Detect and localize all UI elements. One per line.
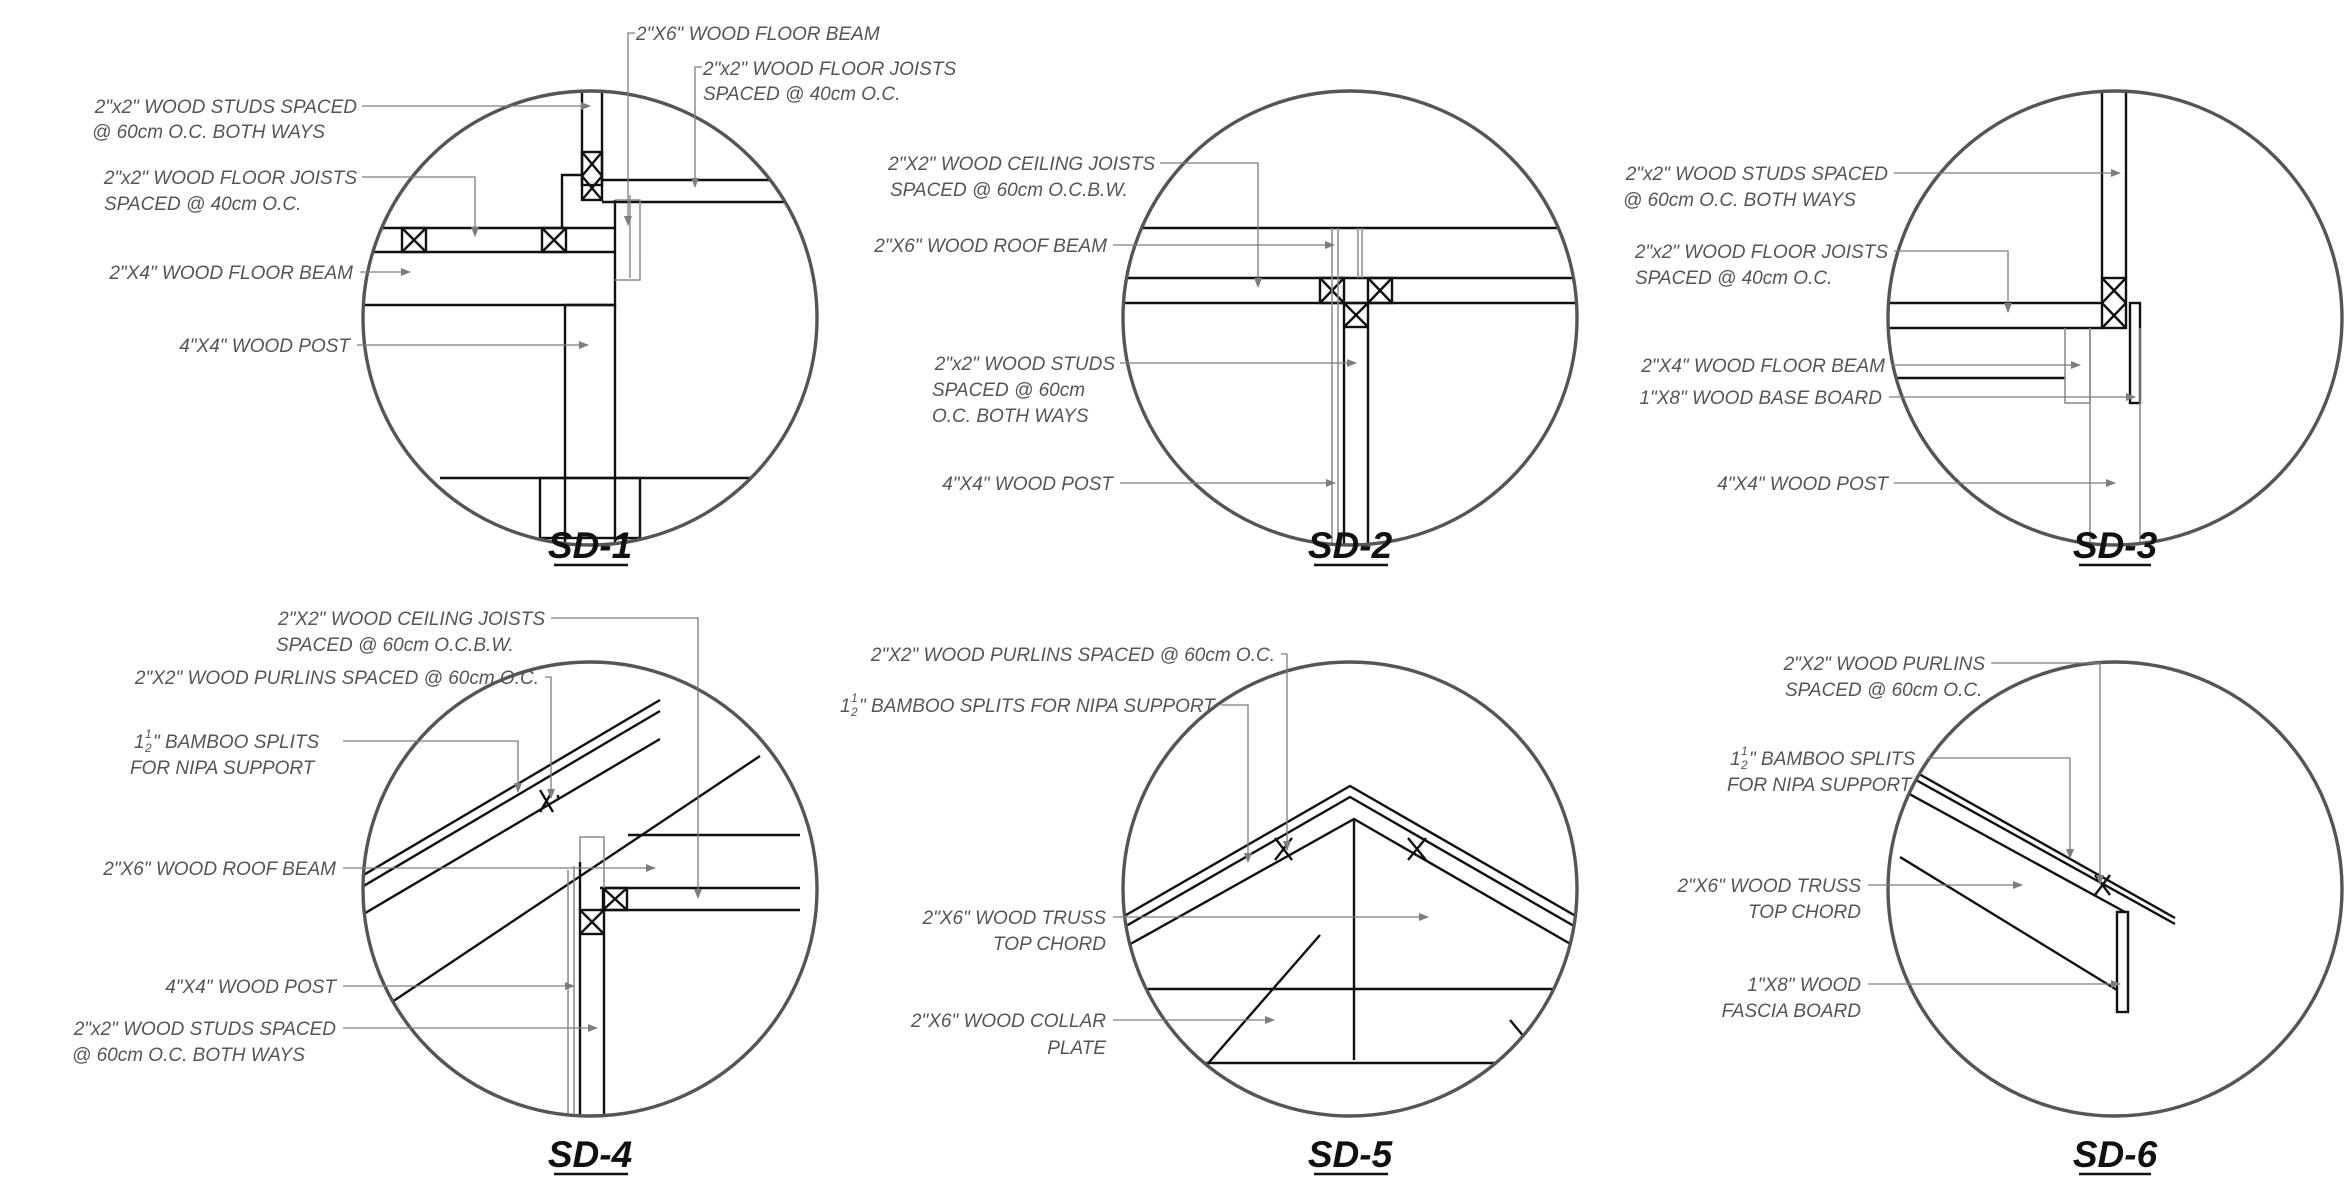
sd6-label-purlins-1: 2"X2" WOOD PURLINS <box>1783 654 1986 675</box>
sd5-label-bamboo: " BAMBOO SPLITS FOR NIPA SUPPORT <box>859 696 1216 717</box>
sd6-label-truss-1: 2"X6" WOOD TRUSS <box>1677 876 1862 897</box>
sd6-label-bamboo-lead: 1 <box>1730 749 1741 770</box>
sd1-title: SD-1 <box>548 525 632 566</box>
sd3-label-joists-1: 2"x2" WOOD FLOOR JOISTS <box>1634 242 1888 263</box>
sd2-label-post: 4"X4" WOOD POST <box>942 474 1114 495</box>
detail-sd3: SD-3 2"x2" WOOD STUDS SPACED @ 60cm O.C.… <box>1623 89 2344 567</box>
detail-sd4: SD-4 2"X2" WOOD CEILING JOISTS SPACED @ … <box>72 609 819 1176</box>
sd6-label-truss-2: TOP CHORD <box>1748 902 1861 923</box>
sd2-label-ceiling-2: SPACED @ 60cm O.C.B.W. <box>890 180 1128 201</box>
sd1-label-studs-2: @ 60cm O.C. BOTH WAYS <box>92 122 325 143</box>
sd6-framing <box>1888 750 2176 1014</box>
sd6-label-bamboo-1: " BAMBOO SPLITS <box>1749 749 1916 770</box>
sd2-label-studs-1: 2"x2" WOOD STUDS <box>934 354 1116 375</box>
sd1-label-post: 4"X4" WOOD POST <box>179 336 351 357</box>
sd6-label-fascia-1: 1"X8" WOOD <box>1747 975 1861 996</box>
sd5-label-truss-1: 2"X6" WOOD TRUSS <box>922 908 1107 929</box>
sd1-label-joists-top-1: 2"x2" WOOD FLOOR JOISTS <box>702 59 956 80</box>
sd3-label-joists-2: SPACED @ 40cm O.C. <box>1635 268 1832 289</box>
sd5-label-bamboo-den: 2 <box>850 705 858 719</box>
detail-sd6: SD-6 2"X2" WOOD PURLINS SPACED @ 60cm O.… <box>1677 654 2344 1176</box>
sd4-label-studs-1: 2"x2" WOOD STUDS SPACED <box>73 1019 337 1040</box>
detail-sd2: SD-2 2"X2" WOOD CEILING JOISTS SPACED @ … <box>873 89 1579 567</box>
sd3-label-studs-2: @ 60cm O.C. BOTH WAYS <box>1623 190 1856 211</box>
sd4-label-ceiling-1: 2"X2" WOOD CEILING JOISTS <box>277 609 545 630</box>
sd5-label-truss-2: TOP CHORD <box>993 934 1106 955</box>
sd5-label-collar-1: 2"X6" WOOD COLLAR <box>910 1011 1106 1032</box>
sd6-label-bamboo-2: FOR NIPA SUPPORT <box>1727 775 1913 796</box>
sd4-label-bamboo-den: 2 <box>144 741 152 755</box>
sd5-framing <box>1123 784 1577 1116</box>
sd4-label-purlins: 2"X2" WOOD PURLINS SPACED @ 60cm O.C. <box>134 668 539 689</box>
sd4-label-bamboo-lead: 1 <box>134 732 145 753</box>
sd5-label-bamboo-lead: 1 <box>840 696 851 717</box>
sd1-label-floor-beam-2x4: 2"X4" WOOD FLOOR BEAM <box>108 263 353 284</box>
sd4-label-post: 4"X4" WOOD POST <box>165 977 337 998</box>
sd2-title: SD-2 <box>1308 525 1393 566</box>
sd6-label-bamboo-num: 1 <box>1741 744 1748 758</box>
sd6-label-purlins-2: SPACED @ 60cm O.C. <box>1785 680 1982 701</box>
sd2-label-studs-3: O.C. BOTH WAYS <box>932 406 1089 427</box>
sd4-title: SD-4 <box>548 1134 632 1175</box>
sd3-label-post: 4"X4" WOOD POST <box>1717 474 1889 495</box>
sd1-framing <box>363 91 817 545</box>
sd4-label-bamboo-1: " BAMBOO SPLITS <box>153 732 320 753</box>
sd6-label-fascia-2: FASCIA BOARD <box>1722 1001 1862 1022</box>
sd1-label-floor-beam-2x6: 2"X6" WOOD FLOOR BEAM <box>635 24 880 45</box>
sd4-label-bamboo-2: FOR NIPA SUPPORT <box>130 758 316 779</box>
sd4-label-ceiling-2: SPACED @ 60cm O.C.B.W. <box>276 635 514 656</box>
sd2-framing <box>1123 226 1577 545</box>
sd1-label-joists-top-2: SPACED @ 40cm O.C. <box>703 84 900 105</box>
detail-sd1: SD-1 2"X6" WOOD FLOOR BEAM 2"x2" WOOD FL… <box>92 24 956 567</box>
sd1-label-joists-1: 2"x2" WOOD FLOOR JOISTS <box>103 168 357 189</box>
sd5-title: SD-5 <box>1308 1134 1394 1175</box>
sd5-label-collar-2: PLATE <box>1047 1038 1106 1059</box>
sd6-title: SD-6 <box>2073 1134 2158 1175</box>
sd3-label-studs-1: 2"x2" WOOD STUDS SPACED <box>1625 164 1889 185</box>
sd2-label-studs-2: SPACED @ 60cm <box>932 380 1085 401</box>
sd5-label-purlins: 2"X2" WOOD PURLINS SPACED @ 60cm O.C. <box>870 645 1275 666</box>
sd4-label-bamboo-num: 1 <box>145 727 152 741</box>
detail-sd5: SD-5 2"X2" WOOD PURLINS SPACED @ 60cm O.… <box>840 645 1579 1176</box>
sd3-title: SD-3 <box>2073 525 2158 566</box>
sd5-label-bamboo-num: 1 <box>851 691 858 705</box>
sd4-framing <box>363 698 800 1116</box>
sd2-label-roof-beam: 2"X6" WOOD ROOF BEAM <box>873 236 1107 257</box>
sd4-label-roof-beam: 2"X6" WOOD ROOF BEAM <box>102 859 336 880</box>
sd1-label-joists-2: SPACED @ 40cm O.C. <box>104 194 301 215</box>
sd6-label-bamboo-den: 2 <box>1740 758 1748 772</box>
sd1-label-studs-1: 2"x2" WOOD STUDS SPACED <box>94 97 358 118</box>
sd3-label-floor-beam: 2"X4" WOOD FLOOR BEAM <box>1640 356 1885 377</box>
sd3-framing <box>1888 91 2142 545</box>
sd2-label-ceiling-1: 2"X2" WOOD CEILING JOISTS <box>887 154 1155 175</box>
sd4-label-studs-2: @ 60cm O.C. BOTH WAYS <box>72 1045 305 1066</box>
sd3-label-base-board: 1"X8" WOOD BASE BOARD <box>1639 388 1882 409</box>
